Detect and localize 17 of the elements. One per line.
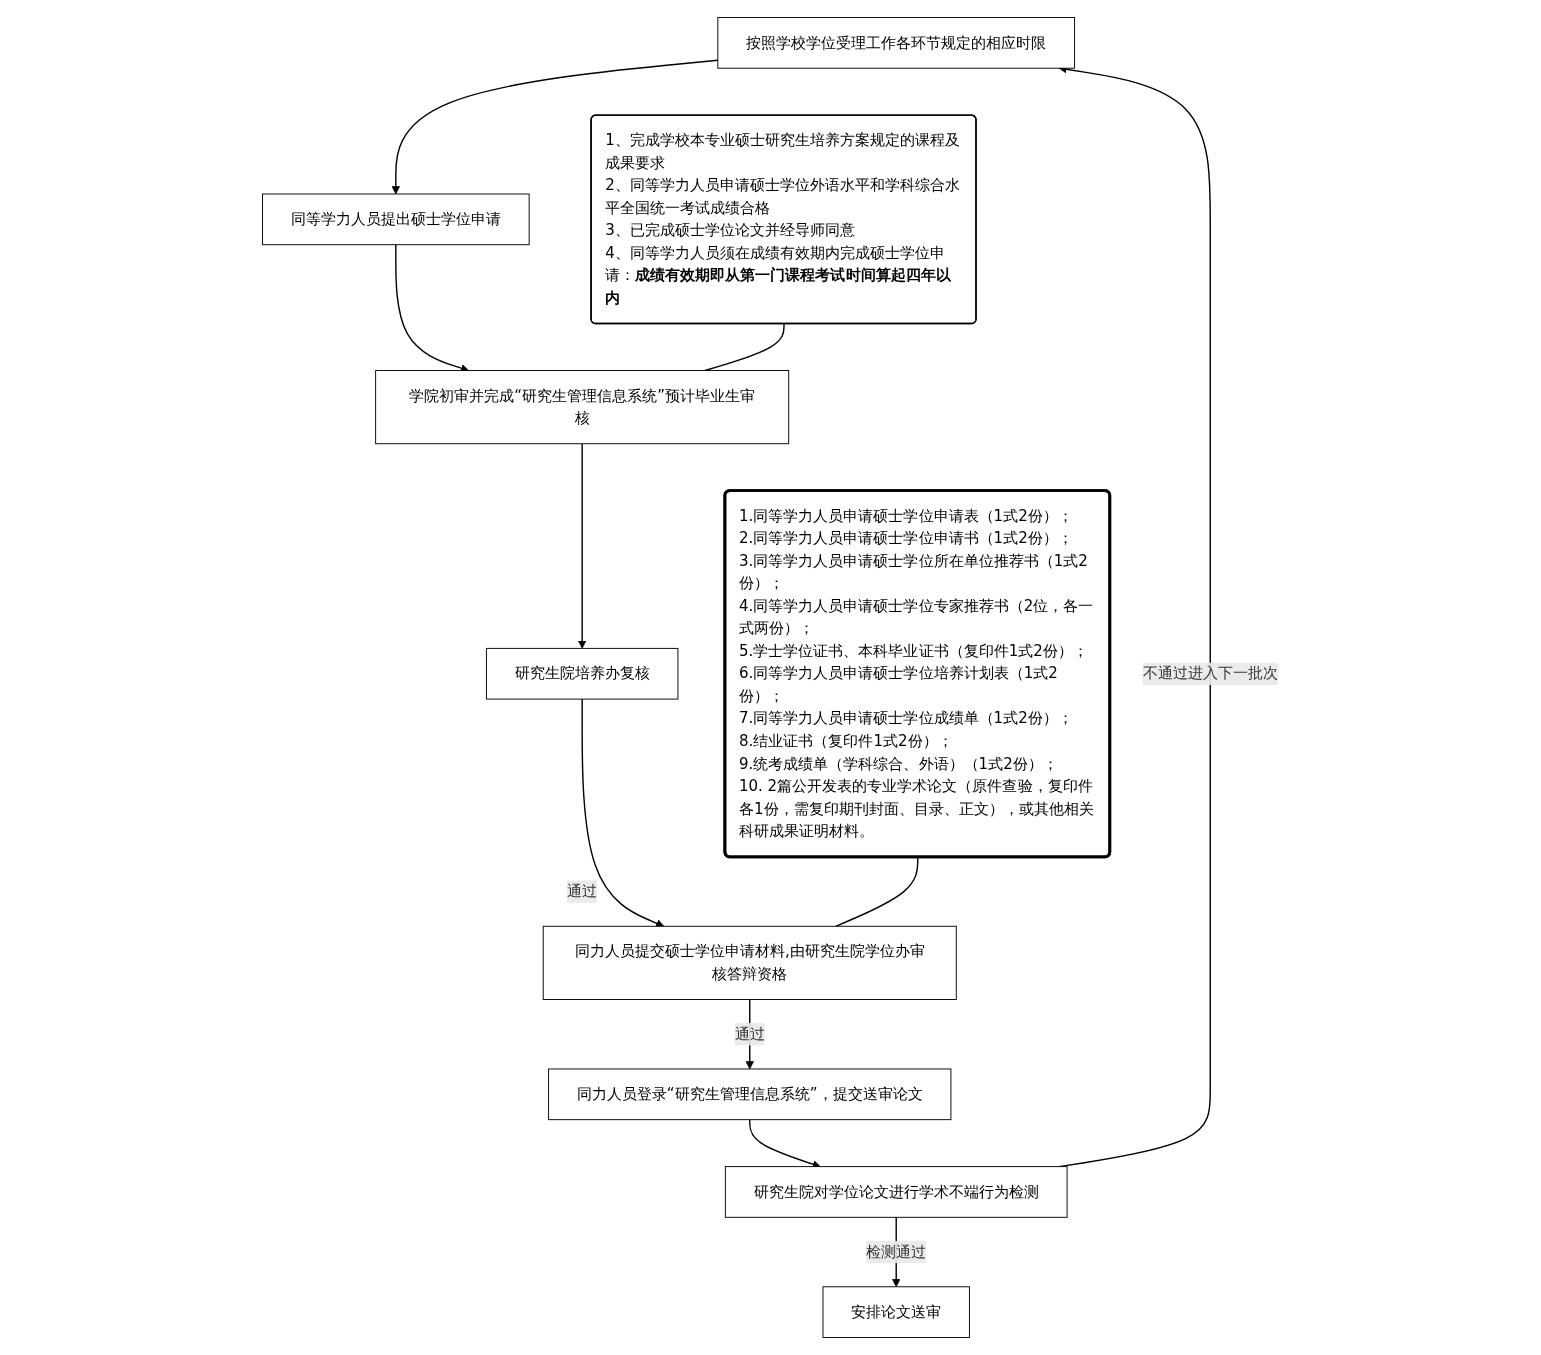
arrow (578, 443, 587, 649)
node-box: 同力人员提交硕士学位申请材料,由研究生院学位办审核答辩资格 (543, 925, 958, 1000)
edge-label: 通过 (735, 1024, 766, 1043)
node-box: 研究生院培养办复核 (486, 647, 679, 700)
connector (704, 323, 786, 372)
node-box: 同力人员登录“研究生管理信息系统”，提交送审论文 (548, 1068, 952, 1121)
node-box: 研究生院对学位论文进行学术不端行为检测 (725, 1166, 1068, 1218)
arrow (392, 59, 719, 195)
edge-label: 不通过进入下一批次 (1142, 664, 1279, 683)
node-box: 安排论文送审 (822, 1286, 971, 1338)
edge-label: 检测通过 (866, 1242, 927, 1261)
node-box: 学院初审并完成“研究生管理信息系统”预计毕业生审核 (375, 370, 790, 445)
node-box: 按照学校学位受理工作各环节规定的相应时限 (717, 17, 1076, 69)
connector (835, 856, 919, 927)
node-box: 同等学力人员提出硕士学位申请 (262, 193, 530, 246)
edge-label: 通过 (567, 882, 598, 900)
arrow (581, 698, 665, 928)
